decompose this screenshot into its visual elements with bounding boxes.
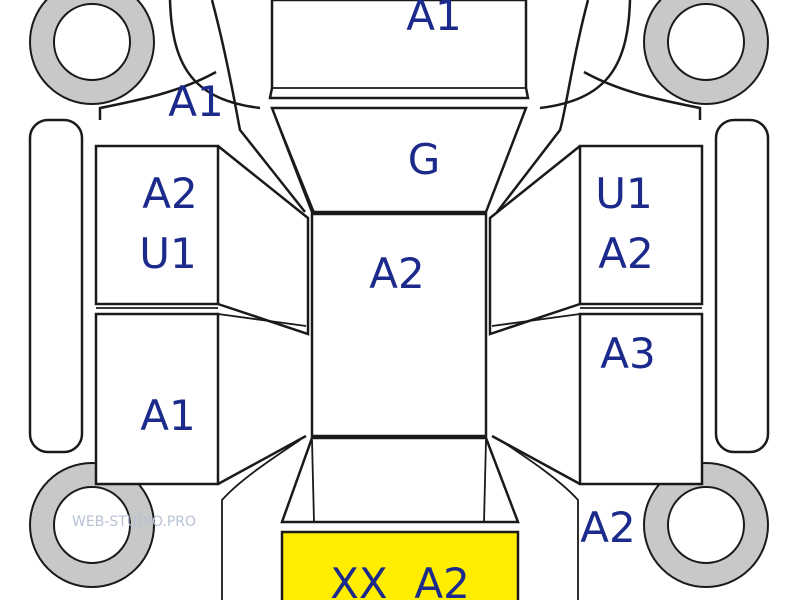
watermark: WEB-STUDIO.PRO: [72, 514, 196, 530]
roof-label: A1: [406, 0, 461, 40]
hood-label: G: [408, 135, 441, 184]
trunk-panel: [280, 436, 520, 524]
roof-panel: [268, 0, 530, 100]
center-panel: [310, 212, 488, 438]
right-side-skirt: [714, 118, 770, 454]
rear-right-door-label: A3: [600, 329, 655, 378]
front-left-door-label-1: A2: [142, 169, 197, 218]
left-side-skirt: [28, 118, 84, 454]
rear-bumper-panel: [280, 530, 520, 600]
car-body-outline: [98, 0, 702, 600]
rear-left-door-label: A1: [140, 391, 195, 440]
rear-right-fender-label: A2: [580, 503, 635, 552]
rear-left-wheel: [29, 462, 155, 588]
front-right-door: [578, 144, 704, 306]
front-right-wheel: [643, 0, 769, 105]
hood-panel: [270, 106, 528, 214]
front-right-door-label-2: A2: [598, 229, 653, 278]
front-left-door-label-2: U1: [139, 229, 196, 278]
front-left-fender-label: A1: [168, 77, 223, 126]
rear-bumper-label: XX A2: [330, 559, 470, 600]
center-panel-label: A2: [369, 249, 424, 298]
rear-right-wheel: [643, 462, 769, 588]
front-right-door-label-1: U1: [595, 169, 652, 218]
rear-right-door: [578, 312, 704, 486]
front-left-wheel: [29, 0, 155, 105]
